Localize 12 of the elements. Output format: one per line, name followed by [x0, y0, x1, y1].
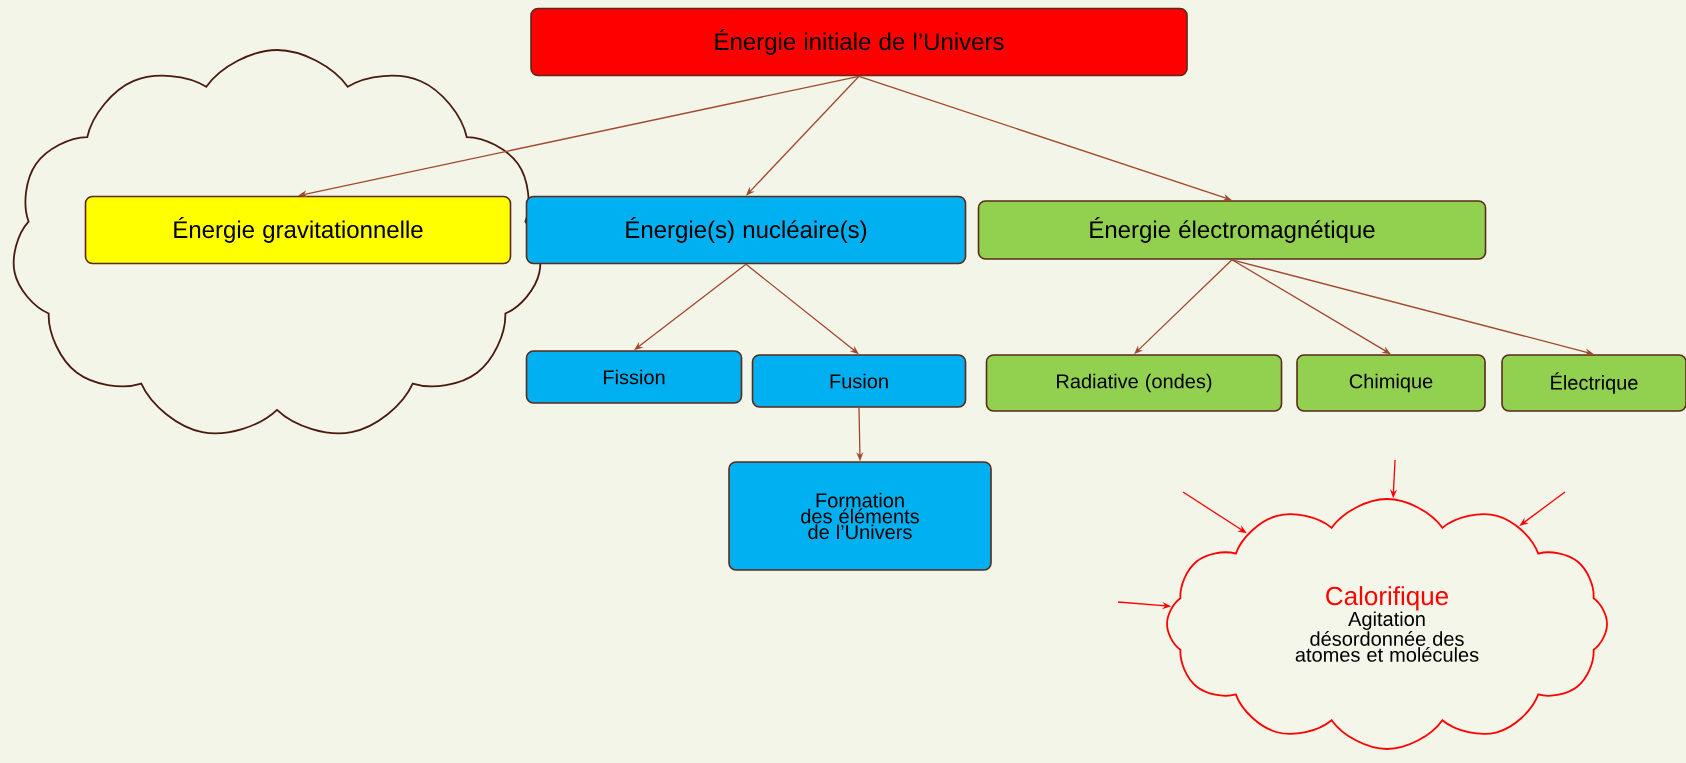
arrow	[746, 75, 860, 196]
title-box: Énergie initiale de l’Univers	[530, 7, 1188, 77]
energy-box: Électrique	[1501, 354, 1686, 412]
energy-box: Énergie électromagnétique	[977, 200, 1487, 260]
cloud-shape	[12, 49, 542, 435]
energy-box: Énergie gravitationnelle	[84, 195, 512, 265]
energy-box: Radiative (ondes)	[985, 354, 1283, 412]
energy-box: Chimique	[1296, 354, 1486, 412]
energy-box: Fusion	[751, 354, 967, 408]
energy-box: Formation des éléments de l’Univers	[728, 461, 992, 571]
energy-box: Énergie(s) nucléaire(s)	[525, 195, 967, 265]
energy-box: Fission	[525, 350, 743, 404]
